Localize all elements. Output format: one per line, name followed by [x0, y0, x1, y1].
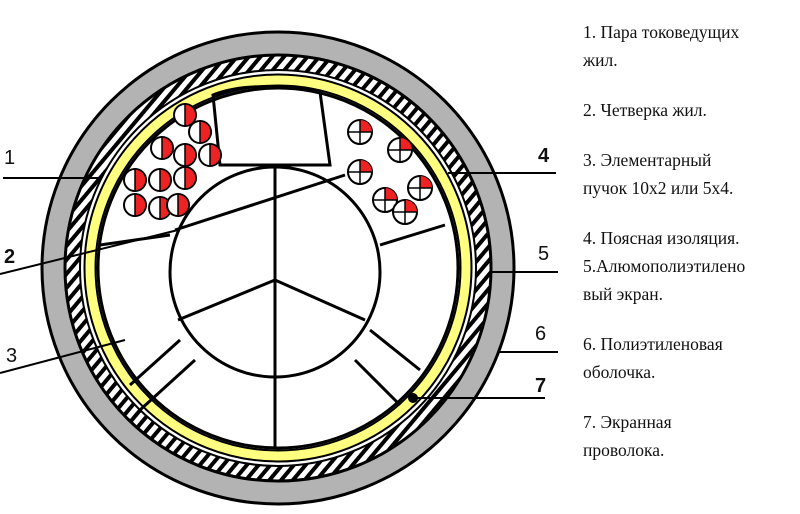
conductor-quarter: [385, 188, 397, 200]
legend-item-6: 6. Полиэтиленовая оболочка.: [583, 330, 798, 386]
legend-text: 7. Экранная: [583, 412, 672, 432]
callout-4: 4: [538, 145, 550, 167]
callout-1: 1: [4, 147, 15, 169]
legend-item-3: 3. Элементарный пучок 10х2 или 5х4.: [583, 146, 798, 202]
conductor-half: [184, 103, 197, 127]
conductor-quarter: [405, 200, 417, 212]
legend-text: 3. Элементарный: [583, 150, 712, 170]
legend-text: 4. Поясная изоляция.: [583, 228, 740, 248]
conductor-quarter: [420, 176, 432, 188]
leader-line-3: [0, 339, 126, 374]
callout-6: 6: [535, 323, 546, 345]
callout-7: 7: [535, 375, 546, 397]
conductor-half: [199, 120, 212, 144]
legend-text: 2. Четверка жил.: [583, 100, 707, 120]
conductor-half: [184, 166, 197, 190]
central-bundle: [99, 85, 446, 448]
conductor-half: [184, 143, 197, 167]
legend: 1. Пара токоведущих жил. 2. Четверка жил.…: [583, 18, 798, 464]
legend-text: оболочка.: [583, 362, 656, 382]
legend-text: пучок 10х2 или 5х4.: [583, 178, 734, 198]
conductor-quarter: [360, 120, 372, 132]
legend-item-2: 2. Четверка жил.: [583, 96, 798, 124]
conductor-quads-bundle: [347, 119, 433, 225]
conductor-quarter: [400, 138, 412, 150]
legend-text: проволока.: [583, 440, 665, 460]
conductor-half: [134, 193, 147, 217]
legend-item-4-5: 4. Поясная изоляция. 5.Алюмополиэтилено вы…: [583, 224, 798, 308]
legend-text: жил.: [583, 50, 618, 70]
callout-3: 3: [6, 345, 17, 367]
conductor-pairs-bundle: [123, 103, 222, 220]
conductor-half: [134, 168, 147, 192]
leader-line-2: [0, 229, 179, 275]
conductor-half: [209, 143, 222, 167]
legend-item-7: 7. Экранная проволока.: [583, 408, 798, 464]
legend-text: вый экран.: [583, 284, 664, 304]
callout-5: 5: [538, 243, 549, 265]
legend-text: 5.Алюмополиэтилено: [583, 256, 746, 276]
callout-2: 2: [4, 246, 15, 268]
conductor-half: [159, 168, 172, 192]
conductor-half: [177, 193, 190, 217]
conductor-quarter: [360, 160, 372, 172]
legend-text: 6. Полиэтиленовая: [583, 334, 723, 354]
legend-item-1: 1. Пара токоведущих жил.: [583, 18, 798, 74]
conductor-half: [161, 136, 174, 160]
legend-text: 1. Пара токоведущих: [583, 22, 740, 42]
cable-cross-section-diagram: 1 2 3 4 5 6 7: [0, 30, 558, 506]
